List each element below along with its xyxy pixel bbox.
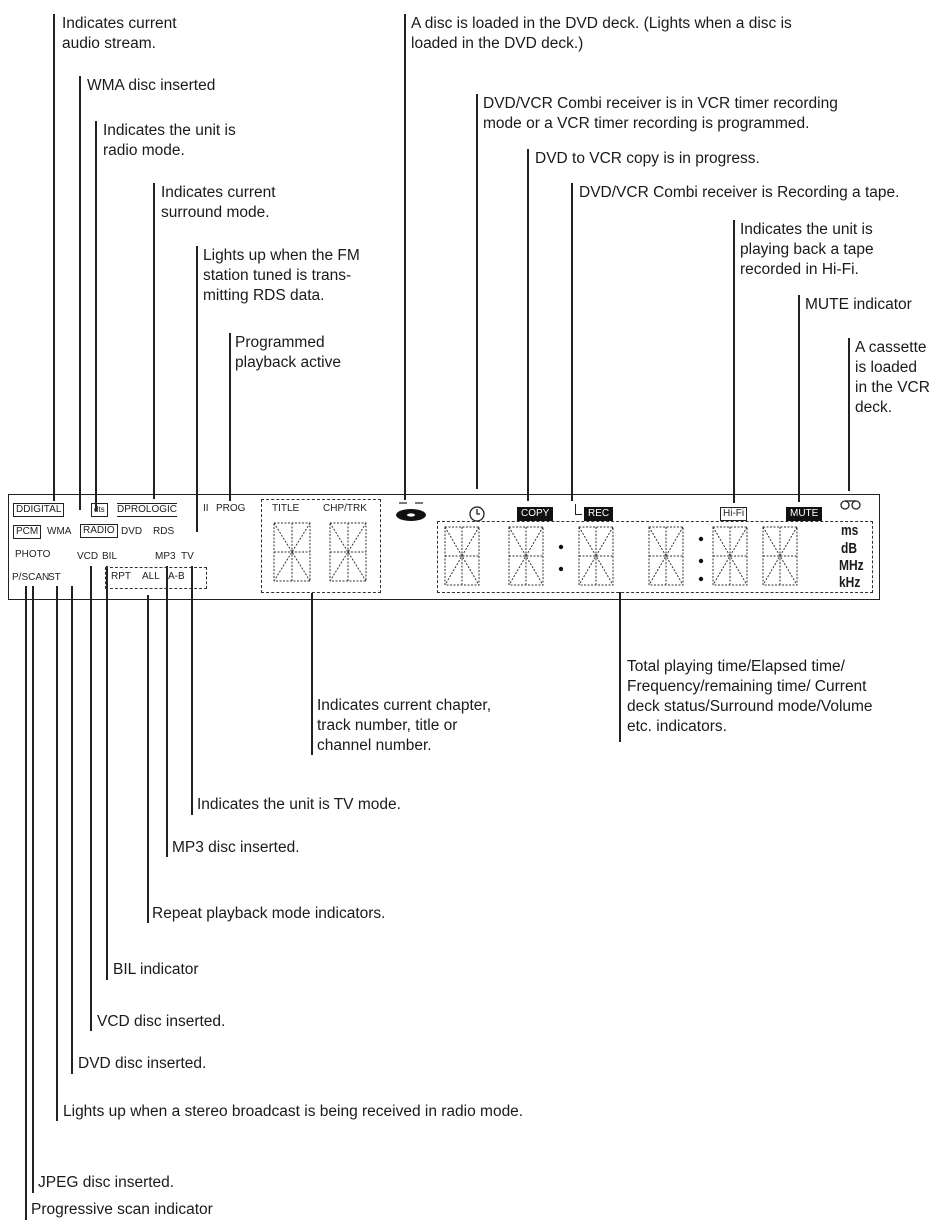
main-digits-box bbox=[437, 521, 873, 593]
disc-icon bbox=[396, 502, 426, 521]
radio-indicator: RADIO bbox=[80, 524, 118, 538]
repeat-box bbox=[105, 567, 207, 589]
ab-indicator: A-B bbox=[168, 571, 185, 582]
timer-annotation: DVD/VCR Combi receiver is in VCR timer r… bbox=[483, 95, 838, 132]
leader-line-disc bbox=[404, 14, 406, 500]
pscan-indicator: P/SCAN bbox=[12, 572, 50, 583]
wma-annotation: WMA disc inserted bbox=[87, 77, 216, 94]
pscan-annotation: Progressive scan indicator bbox=[31, 1201, 213, 1218]
title-label: TITLE bbox=[272, 503, 300, 514]
wma-indicator: WMA bbox=[47, 526, 72, 537]
leader-line-total-time bbox=[619, 592, 621, 742]
title-chapter-box bbox=[261, 499, 381, 593]
bil-annotation: BIL indicator bbox=[113, 961, 199, 978]
rec-annotation: DVD/VCR Combi receiver is Recording a ta… bbox=[579, 184, 900, 201]
rpt-indicator: RPT bbox=[111, 571, 131, 582]
leader-line-radio bbox=[95, 121, 97, 511]
cassette-annotation: A cassette is loaded in the VCR deck. bbox=[855, 339, 930, 416]
chapter-digits bbox=[273, 522, 367, 582]
leader-line-hifi bbox=[733, 220, 735, 503]
rec-bracket bbox=[575, 504, 582, 515]
disc-loaded-annotation: A disc is loaded in the DVD deck. (Light… bbox=[411, 15, 792, 52]
leader-line-tv bbox=[191, 566, 193, 815]
stereo-indicator: ST bbox=[48, 572, 61, 583]
dvd-indicator: DVD bbox=[121, 526, 143, 537]
leader-line-copy bbox=[527, 149, 529, 501]
leader-line-dvd bbox=[71, 586, 73, 1074]
rec-indicator: REC bbox=[584, 507, 614, 521]
mute-indicator: MUTE bbox=[786, 507, 823, 521]
leader-line-timer bbox=[476, 94, 478, 489]
total-time-annotation: Total playing time/Elapsed time/ Frequen… bbox=[627, 658, 873, 735]
copy-indicator: COPY bbox=[517, 507, 554, 521]
rds-indicator: RDS bbox=[153, 526, 175, 537]
leader-line-audio bbox=[53, 14, 55, 501]
pcm-indicator: PCM bbox=[13, 525, 42, 539]
audio-stream-annotation: Indicates current audio stream. bbox=[62, 15, 177, 52]
prog-indicator: PROG bbox=[216, 503, 246, 514]
photo-indicator: PHOTO bbox=[15, 549, 51, 560]
bil-indicator: BIL bbox=[102, 551, 118, 562]
unit-db: dB bbox=[841, 540, 857, 557]
mp3-annotation: MP3 disc inserted. bbox=[172, 839, 300, 856]
leader-line-mute bbox=[798, 295, 800, 502]
vcd-annotation: VCD disc inserted. bbox=[97, 1013, 226, 1030]
leader-line-repeat bbox=[147, 595, 149, 923]
jpeg-annotation: JPEG disc inserted. bbox=[38, 1174, 175, 1191]
mp3-indicator: MP3 bbox=[155, 551, 176, 562]
tv-indicator: TV bbox=[181, 551, 194, 562]
mute-annotation: MUTE indicator bbox=[805, 296, 912, 313]
main-digits bbox=[444, 526, 798, 586]
leader-line-chapter bbox=[311, 593, 313, 755]
leader-line-stereo bbox=[56, 586, 58, 1121]
hifi-annotation: Indicates the unit is playing back a tap… bbox=[740, 221, 874, 278]
chp-trk-label: CHP/TRK bbox=[323, 503, 367, 514]
leader-line-prog bbox=[229, 333, 231, 501]
chapter-annotation: Indicates current chapter, track number,… bbox=[317, 697, 492, 754]
copy-annotation: DVD to VCR copy is in progress. bbox=[535, 150, 760, 167]
cassette-icon bbox=[840, 500, 861, 510]
leader-line-vcd bbox=[90, 566, 92, 1031]
leader-line-mp3 bbox=[166, 566, 168, 857]
stereo-annotation: Lights up when a stereo broadcast is bei… bbox=[63, 1103, 524, 1120]
dvd-annotation: DVD disc inserted. bbox=[78, 1055, 207, 1072]
unit-mhz: MHz bbox=[839, 557, 864, 574]
leader-line-jpeg bbox=[32, 586, 34, 1193]
dts-indicator: dts bbox=[91, 503, 108, 517]
leader-line-bil bbox=[106, 566, 108, 980]
repeat-annotation: Repeat playback mode indicators. bbox=[152, 905, 386, 922]
leader-line-pscan bbox=[25, 586, 27, 1220]
tv-mode-annotation: Indicates the unit is TV mode. bbox=[197, 796, 401, 813]
vcd-indicator: VCD bbox=[77, 551, 99, 562]
unit-ms: ms bbox=[841, 522, 859, 539]
leader-line-rds bbox=[196, 246, 198, 532]
unit-khz: kHz bbox=[839, 574, 861, 591]
digital-indicator: DDIGITAL bbox=[13, 503, 65, 517]
leader-line-wma bbox=[79, 76, 81, 510]
leader-line-surround bbox=[153, 183, 155, 499]
leader-line-cassette bbox=[848, 338, 850, 491]
rds-annotation: Lights up when the FM station tuned is t… bbox=[203, 247, 360, 304]
display-panel: DDIGITAL dts DPROLOGIC II PROG PCM WMA R… bbox=[8, 494, 880, 600]
surround-mode-annotation: Indicates current surround mode. bbox=[161, 184, 276, 221]
hifi-indicator: Hi-Fi bbox=[720, 507, 748, 521]
prologic-ii-indicator: II bbox=[203, 503, 209, 514]
radio-mode-annotation: Indicates the unit is radio mode. bbox=[103, 122, 236, 159]
all-indicator: ALL bbox=[142, 571, 160, 582]
prologic-indicator: DPROLOGIC bbox=[117, 503, 178, 517]
leader-line-rec bbox=[571, 183, 573, 501]
prog-annotation: Programmed playback active bbox=[235, 334, 341, 371]
